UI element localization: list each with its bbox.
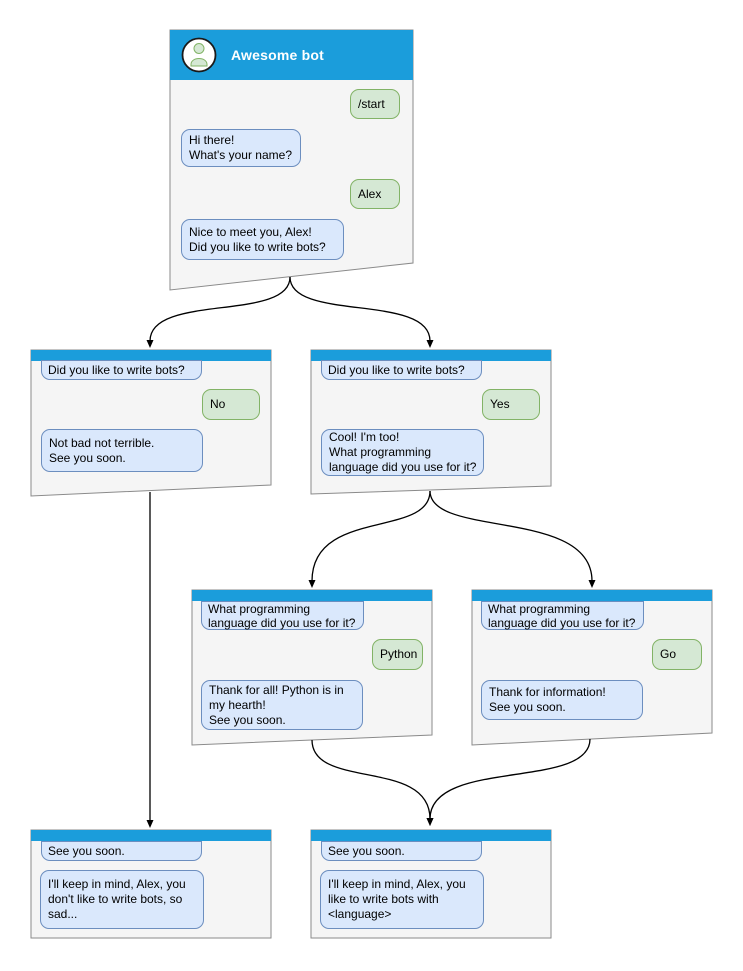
bubble-bot-question-yes-branch: Did you like to write bots?: [321, 360, 482, 380]
bubble-user-go: Go: [652, 639, 702, 670]
end-no-header-bar: [31, 830, 271, 841]
bubble-bot-go-reply: Thank for information! See you soon.: [481, 680, 643, 720]
bubble-user-no: No: [202, 389, 260, 420]
bubble-bot-question-no-branch: Did you like to write bots?: [41, 360, 202, 380]
bubble-bot-question-python-branch: What programming language did you use fo…: [201, 601, 364, 630]
edge-root-to-yes: [289, 276, 434, 348]
bubble-bot-end-no-reply: I'll keep in mind, Alex, you don't like …: [40, 870, 204, 929]
bubble-bot-python-reply: Thank for all! Python is in my hearth! S…: [201, 680, 363, 730]
bubble-bot-yes-reply: Cool! I'm too! What programming language…: [321, 429, 484, 476]
edge-go-to-end: [426, 738, 591, 826]
edge-yes-to-go: [429, 490, 596, 588]
root-window-title: Awesome bot: [231, 47, 324, 63]
bubble-bot-no-reply: Not bad not terrible. See you soon.: [41, 429, 203, 472]
bubble-user-name: Alex: [350, 179, 400, 209]
no-header-bar: [31, 350, 271, 361]
bubble-user-python: Python: [372, 639, 423, 670]
bubble-bot-meet: Nice to meet you, Alex! Did you like to …: [181, 219, 344, 260]
python-header-bar: [192, 590, 432, 601]
bubble-bot-end-no-question: See you soon.: [41, 841, 202, 861]
bubble-bot-greeting: Hi there! What's your name?: [181, 129, 301, 167]
end-yes-header-bar: [311, 830, 551, 841]
person-avatar-icon: [181, 37, 217, 73]
edge-root-to-no: [146, 276, 291, 348]
yes-header-bar: [311, 350, 551, 361]
bubble-user-start: /start: [350, 89, 400, 119]
edge-yes-to-python: [308, 490, 431, 588]
bubble-bot-end-yes-question: See you soon.: [321, 841, 482, 861]
bubble-bot-end-yes-reply: I'll keep in mind, Alex, you like to wri…: [320, 870, 484, 929]
bubble-bot-question-go-branch: What programming language did you use fo…: [481, 601, 644, 630]
edge-python-to-end: [311, 739, 434, 826]
bubble-user-yes: Yes: [482, 389, 540, 420]
go-header-bar: [472, 590, 712, 601]
